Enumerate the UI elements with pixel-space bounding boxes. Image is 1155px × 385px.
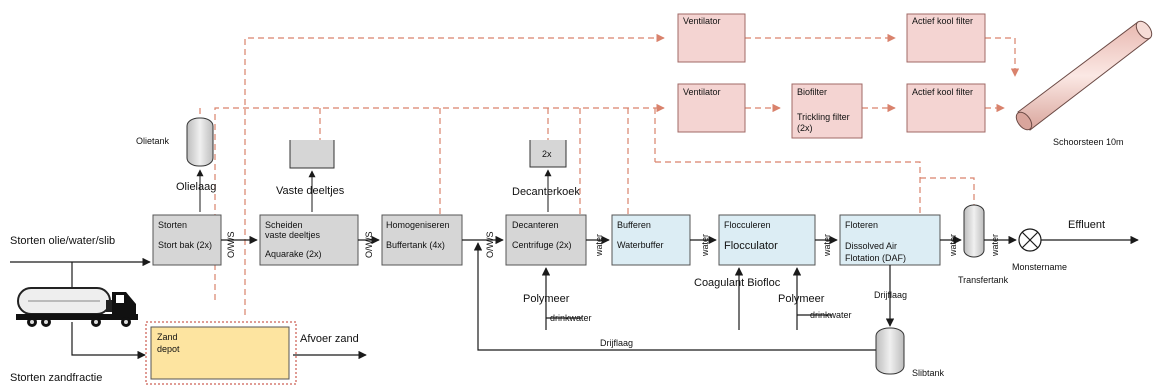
stream-label-water-3: water: [822, 234, 832, 257]
stream-label-ows-1: O/W/S: [226, 232, 236, 259]
svg-text:Flocculator: Flocculator: [724, 240, 778, 252]
storten-box: Storten Stort bak (2x): [152, 214, 222, 266]
solids-label: Vaste deeltjes: [276, 185, 345, 197]
svg-text:Buffertank (4x): Buffertank (4x): [386, 240, 445, 250]
air-lines: [199, 33, 1020, 315]
carbon-filter-top-box: Actief kool filter: [906, 13, 986, 63]
bufferen-box: Bufferen Waterbuffer: [611, 214, 691, 266]
biofilter-box: Biofilter Trickling filter (2x): [791, 83, 863, 139]
stream-label-water-1: water: [594, 234, 604, 257]
sampling-label: Monstername: [1012, 262, 1067, 272]
svg-text:Waterbuffer: Waterbuffer: [617, 240, 664, 250]
oil-layer-label: Olielaag: [176, 181, 216, 193]
stream-label-ows-3: O/W/S: [485, 232, 495, 259]
chimney-icon: [1015, 20, 1153, 131]
sludge-tank-label: Slibtank: [912, 368, 945, 378]
transfer-tank-icon: [963, 204, 985, 258]
stream-label-water-5: water: [990, 234, 1000, 257]
ventilator-top-box: Ventilator: [677, 13, 746, 63]
svg-text:Centrifuge (2x): Centrifuge (2x): [512, 240, 572, 250]
polymer-label-2: Polymeer: [778, 293, 825, 305]
sand-discharge-label: Afvoer zand: [300, 333, 359, 345]
sludge-tank-icon: [875, 327, 905, 375]
svg-text:Actief kool filter: Actief kool filter: [912, 87, 973, 97]
oil-tank-label: Olietank: [136, 136, 170, 146]
drinkwater-label-1: drinkwater: [550, 313, 592, 323]
decanter-cake-container-icon: 2x: [529, 140, 567, 168]
oil-tank-icon: [186, 117, 214, 167]
svg-text:Biofilter: Biofilter: [797, 87, 827, 97]
floater-label-2: Drijflaag: [600, 338, 633, 348]
transfer-tank-label: Transfertank: [958, 275, 1009, 285]
svg-text:Ventilator: Ventilator: [683, 16, 721, 26]
scheiden-box: Scheiden vaste deeltjes Aquarake (2x): [259, 214, 359, 266]
sand-depot-dotted-frame: [145, 321, 297, 385]
svg-text:vaste deeltjes: vaste deeltjes: [265, 230, 321, 240]
flocculeren-box: Flocculeren Flocculator: [718, 214, 816, 266]
chimney-label: Schoorsteen 10m: [1053, 137, 1124, 147]
svg-text:Actief kool filter: Actief kool filter: [912, 16, 973, 26]
svg-text:depot: depot: [157, 344, 180, 354]
decanter-cake-label: Decanterkoek: [512, 186, 580, 198]
svg-text:Bufferen: Bufferen: [617, 220, 651, 230]
svg-text:Zand: Zand: [157, 332, 178, 342]
svg-text:Trickling filter: Trickling filter: [797, 112, 850, 122]
drinkwater-label-2: drinkwater: [810, 310, 852, 320]
tanker-truck-icon: [16, 287, 138, 327]
svg-text:Homogeniseren: Homogeniseren: [386, 220, 450, 230]
decanteren-box: Decanteren Centrifuge (2x): [505, 214, 587, 266]
svg-text:Scheiden: Scheiden: [265, 220, 303, 230]
floteren-box: Floteren Dissolved Air Flotation (DAF): [839, 214, 941, 266]
svg-text:2x: 2x: [542, 149, 552, 159]
svg-text:Dissolved Air: Dissolved Air: [845, 241, 897, 251]
stream-label-ows-2: O/W/S: [364, 232, 374, 259]
sampling-valve-icon: [1018, 228, 1042, 252]
svg-text:Aquarake (2x): Aquarake (2x): [265, 249, 322, 259]
svg-text:Ventilator: Ventilator: [683, 87, 721, 97]
coagulant-label: Coagulant Biofloc: [694, 277, 781, 289]
svg-text:Flocculeren: Flocculeren: [724, 220, 771, 230]
main-flow-lines: [10, 235, 1139, 360]
svg-text:Decanteren: Decanteren: [512, 220, 559, 230]
svg-text:Floteren: Floteren: [845, 220, 878, 230]
svg-text:Stort bak (2x): Stort bak (2x): [158, 240, 212, 250]
polymer-label-1: Polymeer: [523, 293, 570, 305]
stream-label-water-2: water: [700, 234, 710, 257]
svg-text:Storten: Storten: [158, 220, 187, 230]
effluent-label: Effluent: [1068, 219, 1105, 231]
svg-text:(2x): (2x): [797, 123, 813, 133]
stream-label-water-4: water: [948, 234, 958, 257]
sand-depot-box: Zand depot: [150, 326, 290, 380]
input-label-sand-fraction: Storten zandfractie: [10, 372, 102, 384]
homogeniseren-box: Homogeniseren Buffertank (4x): [381, 214, 463, 266]
solids-container-icon: [289, 140, 335, 169]
input-label-oil-water-sludge: Storten olie/water/slib: [10, 235, 115, 247]
ventilator-mid-box: Ventilator: [677, 83, 746, 133]
svg-text:Flotation (DAF): Flotation (DAF): [845, 253, 906, 263]
floater-label-1: Drijflaag: [874, 290, 907, 300]
carbon-filter-mid-box: Actief kool filter: [906, 83, 986, 133]
